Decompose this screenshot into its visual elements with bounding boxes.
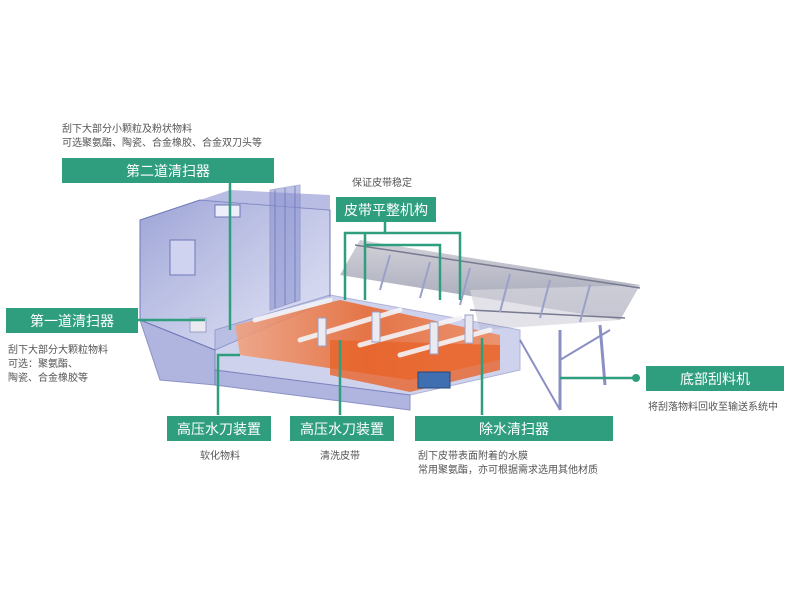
leader-belt-leveling-d xyxy=(365,243,442,300)
note-bottom-scraper: 将刮落物料回收至输送系统中 xyxy=(648,401,778,415)
label-second-cleaner: 第二道清扫器 xyxy=(62,158,274,183)
label-text: 皮带平整机构 xyxy=(344,202,428,219)
label-belt-leveling: 皮带平整机构 xyxy=(336,197,436,222)
note-line: 保证皮带稳定 xyxy=(352,178,412,189)
note-line: 将刮落物料回收至输送系统中 xyxy=(648,402,778,413)
note-hp-knife-1: 软化物料 xyxy=(200,450,240,464)
label-text: 高压水刀装置 xyxy=(300,421,384,438)
note-line: 陶瓷、合金橡胶等 xyxy=(8,373,88,384)
note-water-cleaner: 刮下皮带表面附着的水膜 常用聚氨酯，亦可根据需求选用其他材质 xyxy=(418,450,598,478)
note-line: 刮下大部分小颗粒及粉状物料 xyxy=(62,124,192,135)
note-belt-leveling: 保证皮带稳定 xyxy=(352,177,412,191)
label-hp-knife-2: 高压水刀装置 xyxy=(290,416,394,441)
label-bottom-scraper: 底部刮料机 xyxy=(646,366,784,391)
note-line: 软化物料 xyxy=(200,451,240,462)
conveyor-belt-section xyxy=(340,240,641,411)
label-water-cleaner: 除水清扫器 xyxy=(415,416,613,441)
label-hp-knife-1: 高压水刀装置 xyxy=(167,416,271,441)
label-first-cleaner: 第一道清扫器 xyxy=(6,308,138,333)
leader-hp-knife-1 xyxy=(216,353,240,415)
note-line: 常用聚氨酯，亦可根据需求选用其他材质 xyxy=(418,465,598,476)
note-second-cleaner: 刮下大部分小颗粒及粉状物料 可选聚氨酯、陶瓷、合金橡胶、合金双刀头等 xyxy=(62,123,262,151)
label-text: 第一道清扫器 xyxy=(30,313,114,330)
label-text: 第二道清扫器 xyxy=(126,163,210,180)
leader-belt-leveling-c xyxy=(385,231,462,300)
label-text: 高压水刀装置 xyxy=(177,421,261,438)
cleaner-box xyxy=(189,294,521,411)
note-line: 清洗皮带 xyxy=(320,451,360,462)
note-hp-knife-2: 清洗皮带 xyxy=(320,450,360,464)
note-line: 可选聚氨酯、陶瓷、合金橡胶、合金双刀头等 xyxy=(62,138,262,149)
note-line: 可选：聚氨酯、 xyxy=(8,359,78,370)
note-line: 刮下皮带表面附着的水膜 xyxy=(418,451,528,462)
label-text: 除水清扫器 xyxy=(479,421,549,438)
note-first-cleaner: 刮下大部分大颗粒物料 可选：聚氨酯、 陶瓷、合金橡胶等 xyxy=(8,344,108,386)
leader-dot xyxy=(632,374,640,382)
label-text: 底部刮料机 xyxy=(680,371,750,388)
note-line: 刮下大部分大颗粒物料 xyxy=(8,345,108,356)
